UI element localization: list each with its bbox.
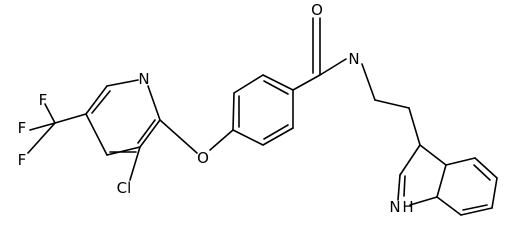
bond-40 [491,177,498,209]
bond-2 [44,103,56,124]
bond-15 [209,129,234,151]
bond-0 [27,122,56,154]
bond-24 [263,124,289,140]
bond-9 [85,113,108,156]
bond-43 [473,164,491,181]
bond-31 [408,107,421,146]
atom-O-carbonyl: O [311,1,323,19]
bond-13 [129,146,141,181]
bond-8 [106,146,141,156]
atom-N-indole: N [389,198,400,216]
bond-38 [445,157,476,166]
bond-42 [436,196,462,216]
bond-17 [233,74,264,94]
bond-34 [419,144,447,166]
atom-F2: F [39,91,48,109]
bond-25 [292,74,321,91]
atom-Cl: Cl [117,179,132,197]
atom-N-amide: N [348,50,359,68]
atom-H-indole: H [402,198,413,216]
bond-3 [54,113,87,124]
bond-29 [361,63,376,101]
bond-7 [139,119,161,148]
bond-44 [462,204,488,211]
bond-16 [232,92,235,131]
bond-41 [460,207,493,216]
bond-35 [436,164,447,198]
bond-5 [106,79,139,87]
bond-11 [137,119,156,144]
bond-28 [319,58,347,76]
bond-32 [399,144,421,176]
atom-labels: F F F N Cl O O N N H [18,1,414,216]
molecule-structure: F F F N Cl O O N N H [18,1,498,216]
bond-39 [474,157,498,179]
bond-36 [409,196,438,206]
bond-21 [232,129,264,146]
bond-1 [29,122,56,131]
atom-F1: F [18,151,27,169]
bonds [27,17,498,216]
bond-20 [262,127,294,146]
bond-14 [159,119,198,154]
atom-O-ether: O [197,149,209,167]
atom-N-pyridine: N [138,70,149,88]
bond-33 [397,174,401,201]
atom-F3: F [18,119,27,137]
bond-30 [374,99,410,109]
bond-37 [403,175,406,197]
bond-10 [91,90,111,114]
bond-18 [262,74,294,91]
bond-6 [147,85,161,121]
bond-4 [85,85,108,115]
bond-23 [263,80,289,95]
